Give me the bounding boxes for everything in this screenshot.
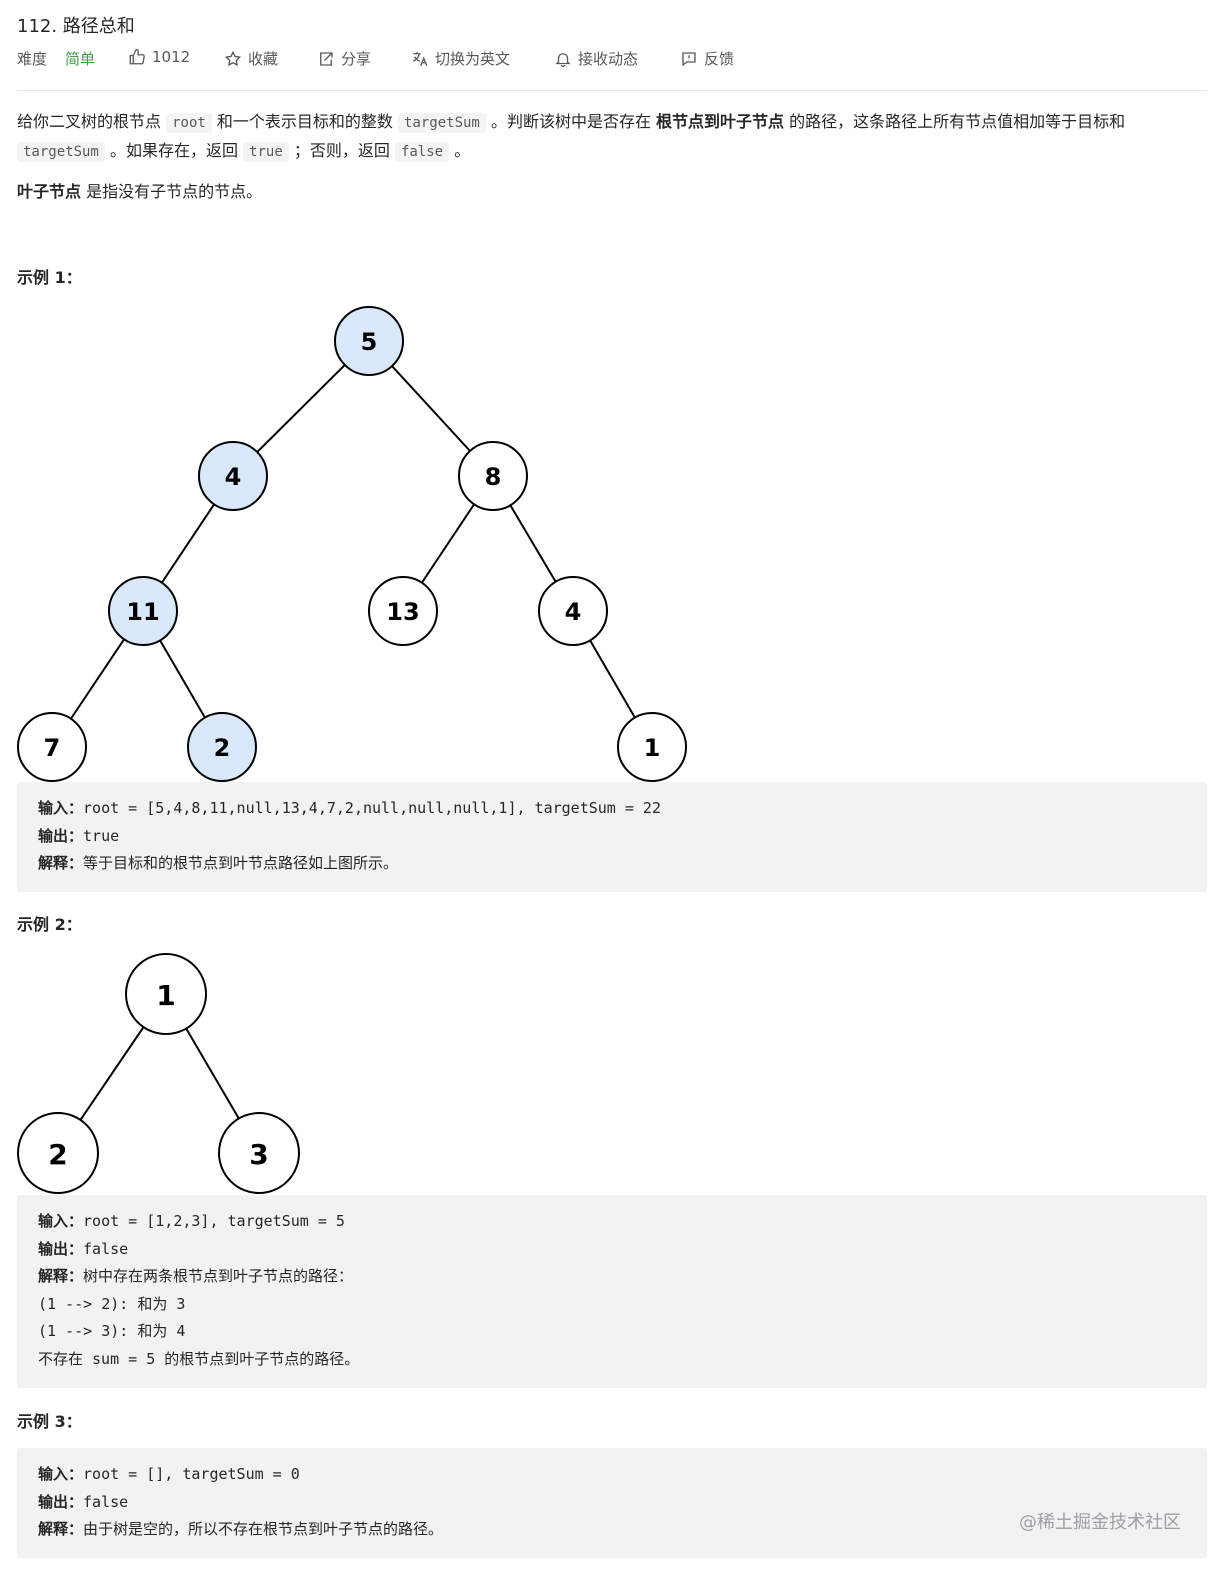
- share-button[interactable]: 分享: [317, 48, 371, 69]
- thumbs-up-icon: [129, 48, 145, 65]
- output-label: 输出：: [38, 1239, 84, 1258]
- input-label: 输入：: [38, 1212, 84, 1230]
- svg-text:8: 8: [485, 463, 502, 491]
- favorite-label: 收藏: [248, 50, 279, 68]
- output-value: false: [83, 1239, 129, 1258]
- explain-line: (1 --> 2): 和为 3: [38, 1294, 186, 1313]
- desc-text: 的路径，这条路径上所有节点值相加等于目标和: [784, 112, 1126, 131]
- like-count: 1012: [152, 48, 191, 66]
- page-title: 112. 路径总和: [17, 16, 135, 37]
- tree-node-highlighted: 4: [198, 441, 268, 511]
- tree-node: 1: [617, 712, 687, 782]
- tree-node-highlighted: 11: [108, 576, 178, 646]
- difficulty-label: 难度: [17, 50, 48, 68]
- feedback-label: 反馈: [704, 50, 735, 68]
- example-2-code-block: 输入：root = [1,2,3], targetSum = 5 输出：fals…: [17, 1195, 1207, 1388]
- example-1-code-block: 输入：root = [5,4,8,11,null,13,4,7,2,null,n…: [17, 782, 1207, 892]
- notify-label: 接收动态: [578, 50, 639, 68]
- tree-node: 3: [218, 1112, 300, 1194]
- svg-text:3: 3: [249, 1138, 268, 1171]
- explain-value: 树中存在两条根节点到叶子节点的路径：: [83, 1267, 354, 1285]
- svg-text:5: 5: [361, 328, 378, 356]
- switch-language-button[interactable]: 切换为英文: [411, 48, 510, 69]
- svg-text:2: 2: [214, 734, 231, 762]
- tree-node-highlighted: 2: [187, 712, 257, 782]
- explain-value: 由于树是空的，所以不存在根节点到叶子节点的路径。: [83, 1520, 444, 1538]
- leaf-definition: 叶子节点 是指没有子节点的节点。: [17, 178, 1207, 205]
- desc-text: 给你二叉树的根节点: [17, 112, 167, 131]
- input-label: 输入：: [38, 1465, 84, 1483]
- difficulty-badge: 简单: [65, 50, 96, 68]
- example-3-heading: 示例 3：: [17, 1412, 82, 1431]
- inline-code: true: [243, 142, 289, 162]
- favorite-button[interactable]: 收藏: [224, 48, 278, 69]
- explain-label: 解释：: [38, 1267, 84, 1285]
- inline-code: targetSum: [398, 113, 486, 133]
- explain-label: 解释：: [38, 1520, 84, 1538]
- svg-text:13: 13: [386, 598, 419, 626]
- output-label: 输出：: [38, 1492, 84, 1511]
- output-value: false: [83, 1492, 129, 1511]
- tree-node: 4: [538, 576, 608, 646]
- like-button[interactable]: 1012: [128, 48, 190, 66]
- svg-text:4: 4: [565, 598, 582, 626]
- desc-bold: 叶子节点: [17, 182, 82, 201]
- svg-text:2: 2: [48, 1138, 67, 1171]
- desc-text: 和一个表示目标和的整数: [211, 112, 398, 131]
- explain-line: 不存在 sum = 5 的根节点到叶子节点的路径。: [38, 1349, 360, 1368]
- input-label: 输入：: [38, 799, 84, 817]
- divider: [17, 90, 1207, 91]
- tree-node-highlighted: 5: [334, 306, 404, 376]
- feedback-icon: [682, 51, 696, 66]
- svg-text:1: 1: [156, 979, 175, 1012]
- output-value: true: [83, 826, 120, 845]
- svg-text:7: 7: [44, 734, 61, 762]
- tree-node: 7: [17, 712, 87, 782]
- problem-description: 给你二叉树的根节点 root 和一个表示目标和的整数 targetSum 。判断…: [17, 108, 1207, 166]
- desc-text: ；否则，返回: [288, 141, 395, 160]
- tree-node: 13: [368, 576, 438, 646]
- star-icon: [224, 50, 242, 66]
- notify-button[interactable]: 接收动态: [554, 48, 638, 69]
- svg-text:1: 1: [644, 734, 661, 762]
- bell-icon: [555, 52, 571, 67]
- tree-node: 2: [17, 1112, 99, 1194]
- share-label: 分享: [341, 50, 372, 68]
- desc-text: 。: [449, 141, 471, 160]
- switch-language-label: 切换为英文: [435, 50, 511, 68]
- feedback-button[interactable]: 反馈: [680, 48, 734, 69]
- explain-value: 等于目标和的根节点到叶节点路径如上图所示。: [83, 854, 399, 872]
- tree-node: 8: [458, 441, 528, 511]
- explain-line: (1 --> 3): 和为 4: [38, 1322, 186, 1340]
- tree-node: 1: [125, 953, 207, 1035]
- input-value: root = [5,4,8,11,null,13,4,7,2,null,null…: [83, 799, 661, 817]
- translate-icon: [412, 51, 428, 66]
- share-icon: [320, 51, 333, 66]
- example-3-code-block: 输入：root = [], targetSum = 0 输出：false 解释：…: [17, 1448, 1207, 1558]
- desc-bold: 根节点到叶子节点: [656, 112, 785, 131]
- inline-code: targetSum: [17, 142, 105, 162]
- desc-text: 。判断该树中是否存在: [485, 112, 657, 131]
- watermark: @稀土掘金技术社区: [1019, 1512, 1181, 1533]
- input-value: root = [1,2,3], targetSum = 5: [83, 1212, 345, 1230]
- svg-text:11: 11: [126, 598, 159, 626]
- difficulty: 难度 简单: [17, 48, 95, 69]
- example-2-heading: 示例 2：: [17, 915, 82, 934]
- input-value: root = [], targetSum = 0: [83, 1465, 300, 1483]
- svg-text:4: 4: [225, 463, 242, 491]
- output-label: 输出：: [38, 826, 84, 845]
- desc-text: 。如果存在，返回: [104, 141, 244, 160]
- inline-code: false: [394, 142, 450, 162]
- example-1-heading: 示例 1：: [17, 268, 82, 287]
- explain-label: 解释：: [38, 854, 84, 872]
- desc-text: 是指没有子节点的节点。: [81, 182, 263, 201]
- inline-code: root: [166, 113, 212, 133]
